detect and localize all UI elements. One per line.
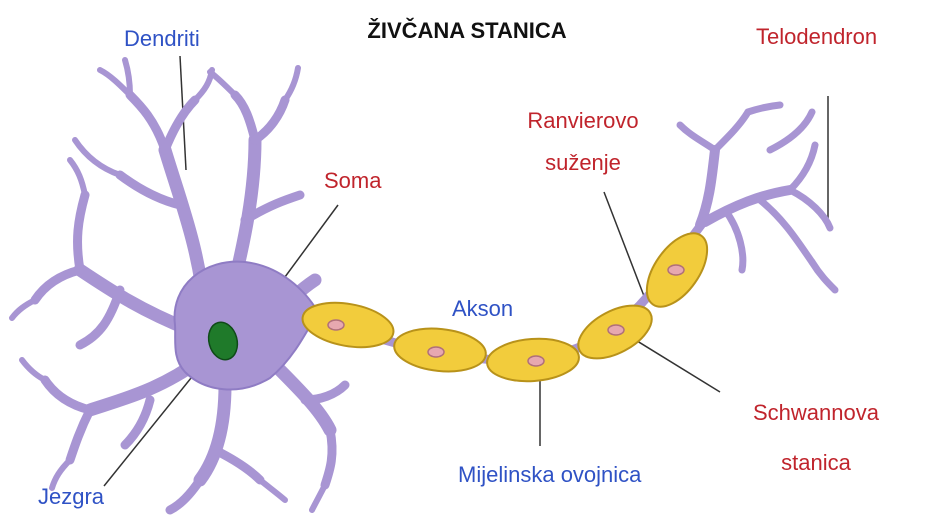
label-telodendron: Telodendron — [756, 24, 877, 50]
label-ranvier-line2: suženje — [508, 150, 658, 176]
label-akson: Akson — [452, 296, 513, 322]
label-dendriti: Dendriti — [124, 26, 200, 52]
label-schwann-line1: Schwannova — [736, 400, 896, 426]
label-mijelinska-ovojnica: Mijelinska ovojnica — [458, 462, 641, 488]
label-schwann-line2: stanica — [736, 450, 896, 476]
soma-body — [175, 262, 318, 390]
label-jezgra: Jezgra — [38, 484, 104, 510]
label-ranvier-line1: Ranvierovo — [508, 108, 658, 134]
label-soma: Soma — [324, 168, 381, 194]
leader-ranvier — [604, 192, 644, 296]
